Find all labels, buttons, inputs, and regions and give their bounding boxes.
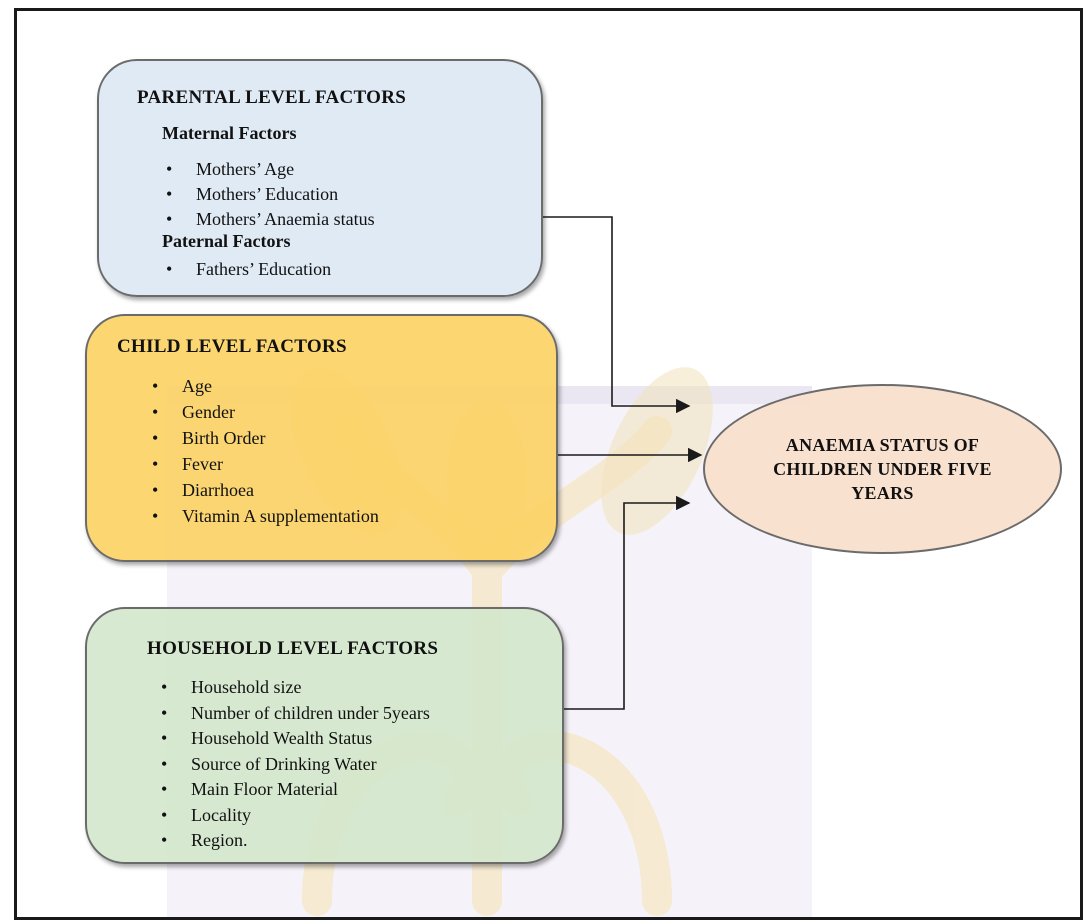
list-item: Household Wealth Status bbox=[159, 726, 430, 752]
list-item: Fever bbox=[150, 451, 379, 477]
parental-box-title: PARENTAL LEVEL FACTORS bbox=[137, 87, 407, 108]
household-to-outcome-arrow bbox=[564, 495, 691, 710]
parental-level-factors-box: PARENTAL LEVEL FACTORS Maternal Factors … bbox=[97, 59, 543, 297]
list-item: Number of children under 5years bbox=[159, 701, 430, 727]
paternal-factors-heading: Paternal Factors bbox=[162, 231, 291, 251]
list-item: Vitamin A supplementation bbox=[150, 503, 379, 529]
maternal-factors-list: Mothers’ Age Mothers’ Education Mothers’… bbox=[164, 157, 375, 232]
list-item: Fathers’ Education bbox=[164, 257, 331, 282]
child-factors-list: Age Gender Birth Order Fever Diarrhoea V… bbox=[150, 373, 379, 529]
list-item: Mothers’ Anaemia status bbox=[164, 207, 375, 232]
list-item: Birth Order bbox=[150, 425, 379, 451]
list-item: Diarrhoea bbox=[150, 477, 379, 503]
child-box-title: CHILD LEVEL FACTORS bbox=[117, 336, 347, 357]
parental-to-outcome-arrow bbox=[543, 216, 691, 414]
list-item: Mothers’ Education bbox=[164, 182, 375, 207]
list-item: Locality bbox=[159, 803, 430, 829]
paternal-factors-list: Fathers’ Education bbox=[164, 257, 331, 282]
list-item: Age bbox=[150, 373, 379, 399]
list-item: Main Floor Material bbox=[159, 777, 430, 803]
outcome-label: ANAEMIA STATUS OF CHILDREN UNDER FIVE YE… bbox=[773, 435, 992, 503]
household-box-title: HOUSEHOLD LEVEL FACTORS bbox=[147, 638, 439, 659]
diagram-frame: PARENTAL LEVEL FACTORS Maternal Factors … bbox=[14, 8, 1083, 920]
list-item: Mothers’ Age bbox=[164, 157, 375, 182]
list-item: Household size bbox=[159, 675, 430, 701]
maternal-factors-heading: Maternal Factors bbox=[162, 123, 297, 143]
list-item: Gender bbox=[150, 399, 379, 425]
anaemia-status-outcome-node: ANAEMIA STATUS OF CHILDREN UNDER FIVE YE… bbox=[703, 384, 1062, 554]
list-item: Source of Drinking Water bbox=[159, 752, 430, 778]
child-level-factors-box: CHILD LEVEL FACTORS Age Gender Birth Ord… bbox=[85, 314, 558, 562]
household-factors-list: Household size Number of children under … bbox=[159, 675, 430, 854]
household-level-factors-box: HOUSEHOLD LEVEL FACTORS Household size N… bbox=[85, 607, 564, 864]
list-item: Region. bbox=[159, 828, 430, 854]
connector-arrows bbox=[543, 216, 703, 710]
